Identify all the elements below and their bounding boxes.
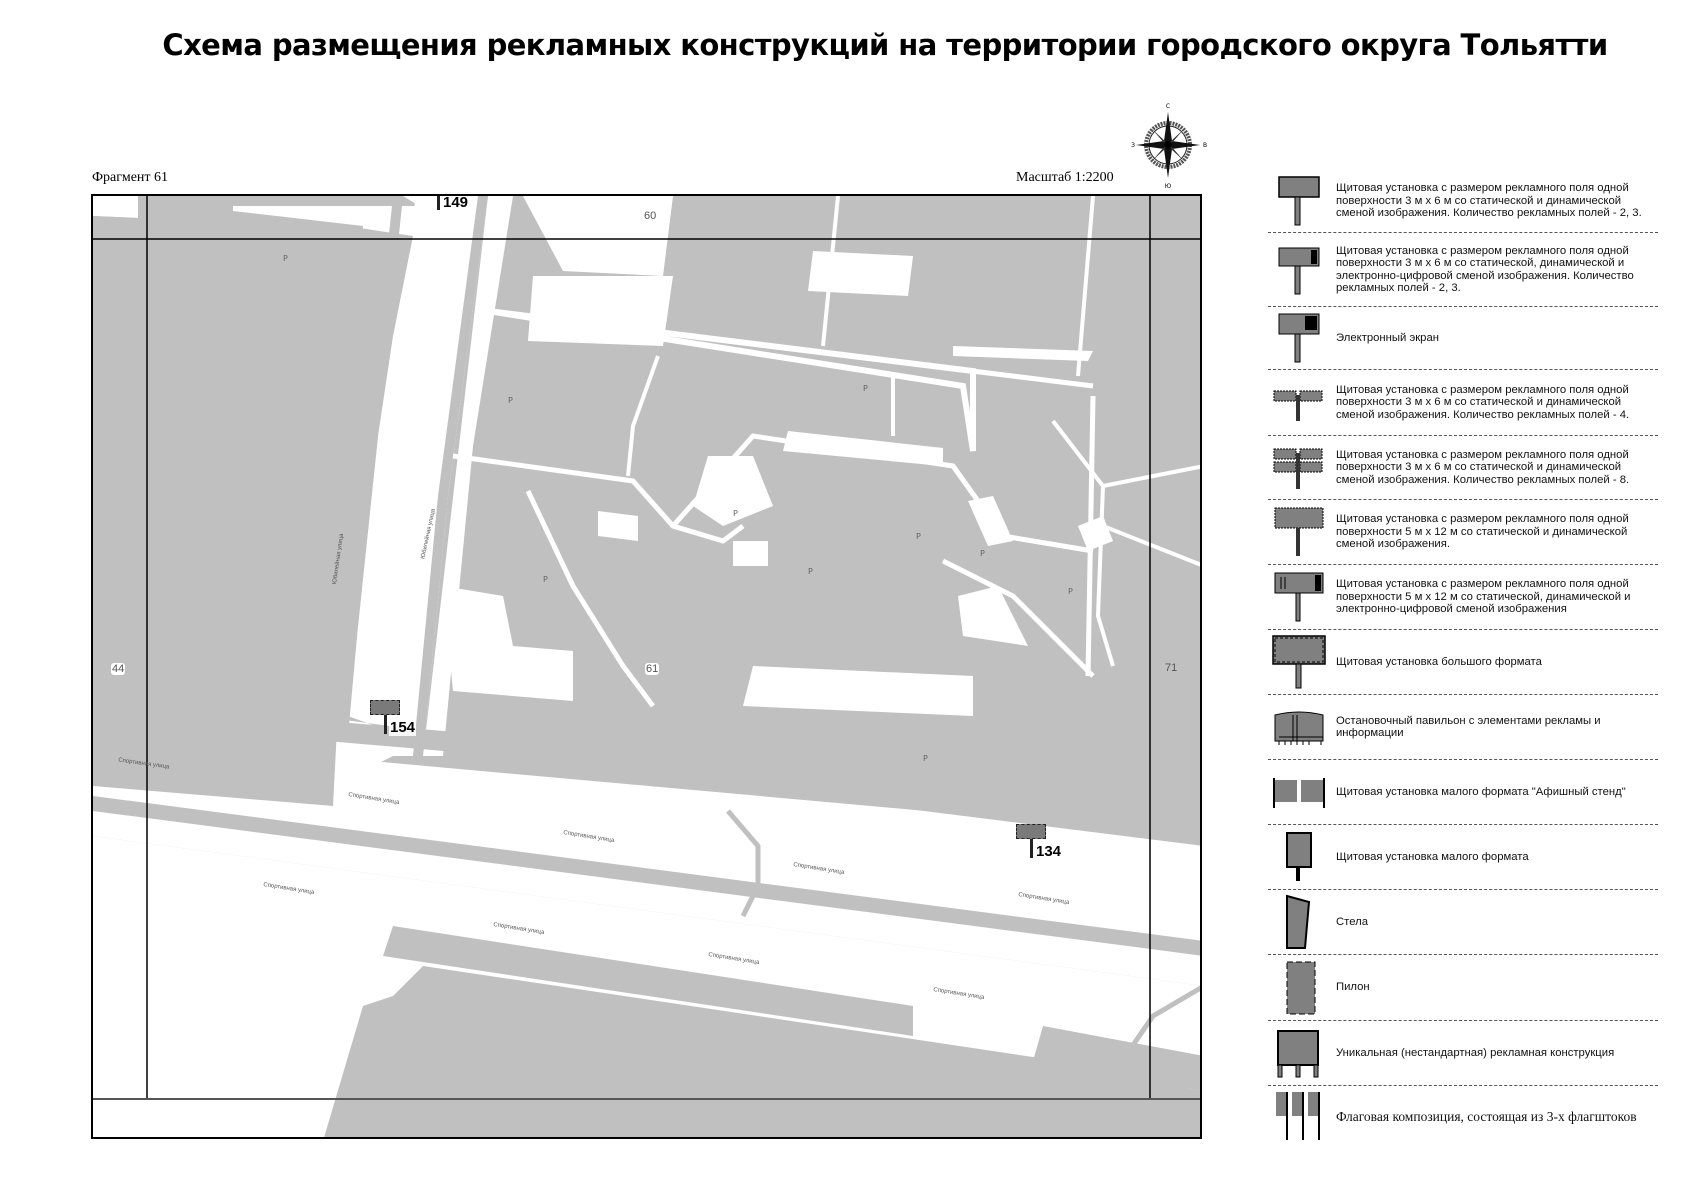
electronic-screen-icon [1268,307,1330,369]
legend-item: Уникальная (нестандартная) рекламная кон… [1268,1021,1658,1086]
compass-east: В [1203,142,1207,149]
stele-icon [1268,890,1330,954]
legend-item: Флаговая композиция, состоящая из 3-х фл… [1268,1086,1658,1146]
legend-text: Щитовая установка малого формата [1336,850,1529,863]
legend-text: Щитовая установка большого формата [1336,655,1542,668]
legend-item: Щитовая установка с размером рекламного … [1268,565,1658,630]
flag-composition-icon [1268,1086,1330,1146]
compass-north: С [1166,103,1170,110]
small-format-billboard-icon [1268,825,1330,889]
legend-text: Стела [1336,915,1368,928]
billboard-icon [1016,824,1046,839]
svg-text:P: P [283,254,288,263]
legend-text: Щитовая установка с размером рекламного … [1336,578,1631,616]
compass-west: З [1131,142,1135,149]
billboard-icon [370,700,400,715]
legend-text: Остановочный павильон с элементами рекла… [1336,714,1601,740]
legend-item: Щитовая установка с размером рекламного … [1268,500,1658,565]
map-base-layer: P P P P P P P P P P [93,196,1200,1137]
legend-item: Стела [1268,890,1658,955]
billboard-3x6-digital-icon [1268,233,1330,306]
legend-item: Щитовая установка большого формата [1268,630,1658,695]
marker-post [384,715,387,734]
scale-label: Масштаб 1:2200 [1016,170,1114,185]
legend-item: Щитовая установка с размером рекламного … [1268,370,1658,436]
svg-text:P: P [1068,587,1073,596]
billboard-5x12-digital-icon [1268,565,1330,629]
billboard-3x6-static-dynamic-icon [1268,170,1330,232]
marker-post [437,196,440,210]
legend-text: Уникальная (нестандартная) рекламная кон… [1336,1046,1615,1059]
svg-text:P: P [863,384,868,393]
large-format-billboard-icon [1268,630,1330,694]
marker-number: 154 [389,719,417,736]
svg-text:P: P [923,754,928,763]
fragment-label: Фрагмент 61 [92,170,169,185]
svg-text:P: P [808,567,813,576]
legend-text: Флаговая композиция, состоящая из 3-х фл… [1336,1108,1637,1124]
svg-text:P: P [916,532,921,541]
billboard-3x6-8-fields-icon [1268,436,1330,499]
marker-number: 149 [442,194,470,211]
svg-text:P: P [508,396,513,405]
billboard-3x6-4-fields-icon [1268,370,1330,435]
marker-number: 134 [1035,843,1063,860]
poster-stand-icon [1268,760,1330,824]
legend-item: Щитовая установка с размером рекламного … [1268,233,1658,307]
house-number-60: 60 [643,210,658,222]
legend-text: Щитовая установка с размером рекламного … [1336,244,1634,295]
svg-text:P: P [543,575,548,584]
compass-south: Ю [1165,183,1172,190]
legend-text: Щитовая установка с размером рекламного … [1336,448,1630,486]
page-title: Схема размещения рекламных конструкций н… [162,28,1608,62]
parking-labels: P P P P P P P P P P [283,254,1073,763]
house-number-71: 71 [1164,662,1179,674]
legend-text: Щитовая установка с размером рекламного … [1336,182,1642,220]
marker-post [1030,839,1033,858]
house-number-44: 44 [111,663,126,675]
legend-item: Щитовая установка малого формата [1268,825,1658,890]
house-number-61: 61 [645,663,660,675]
legend-item: Электронный экран [1268,307,1658,370]
legend-item: Щитовая установка с размером рекламного … [1268,436,1658,500]
pylon-icon [1268,955,1330,1020]
legend-text: Щитовая установка с размером рекламного … [1336,383,1630,421]
legend-text: Пилон [1336,981,1370,994]
legend-item: Пилон [1268,955,1658,1021]
legend-text: Щитовая установка малого формата "Афишны… [1336,785,1626,798]
legend-text: Щитовая установка с размером рекламного … [1336,513,1629,551]
svg-text:P: P [980,549,985,558]
compass-rose-icon: С Ю З В [1130,100,1208,190]
legend-item: Щитовая установка малого формата "Афишны… [1268,760,1658,825]
svg-text:P: P [733,509,738,518]
billboard-5x12-static-dynamic-icon [1268,500,1330,564]
legend: Щитовая установка с размером рекламного … [1268,170,1658,1146]
legend-item: Остановочный павильон с элементами рекла… [1268,695,1658,760]
legend-text: Электронный экран [1336,331,1439,344]
legend-item: Щитовая установка с размером рекламного … [1268,170,1658,233]
unique-structure-icon [1268,1021,1330,1085]
bus-stop-pavilion-icon [1268,695,1330,759]
